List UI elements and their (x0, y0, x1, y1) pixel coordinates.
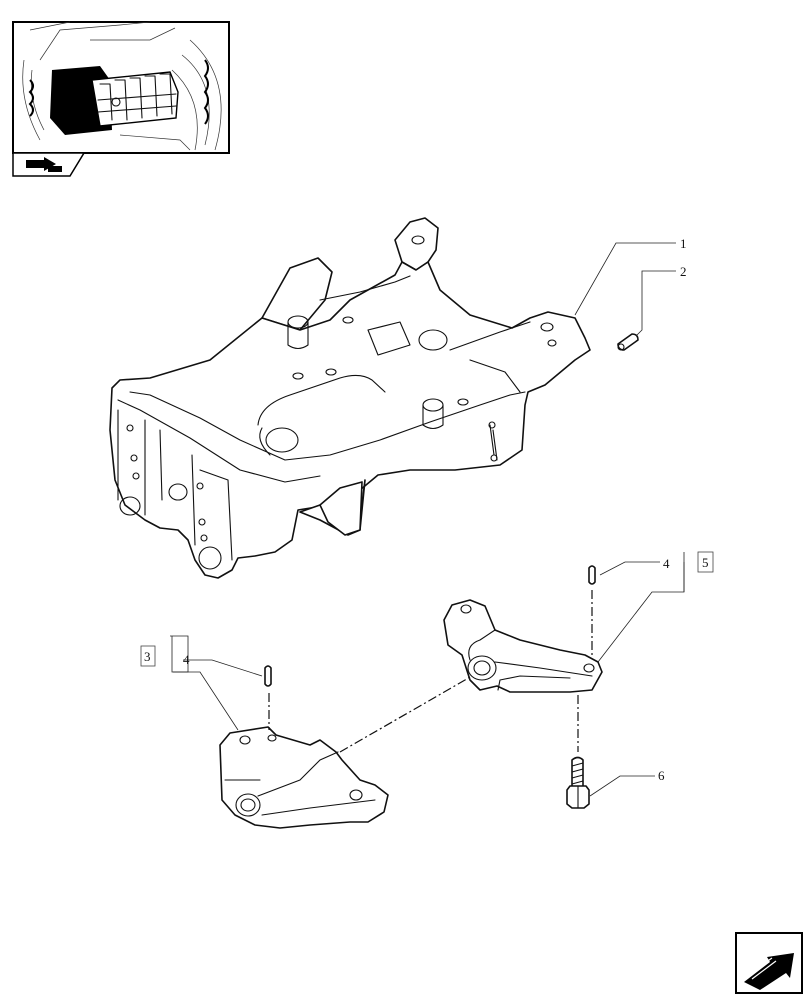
location-thumbnail (12, 21, 230, 177)
svg-text:4: 4 (663, 556, 670, 571)
pin-part-2 (617, 333, 639, 351)
pin-part-4-right (588, 565, 596, 585)
svg-text:6: 6 (658, 768, 665, 783)
svg-text:3: 3 (144, 649, 151, 664)
next-page-arrow-icon[interactable] (735, 932, 803, 994)
bolt-part-6 (566, 756, 590, 809)
svg-text:5: 5 (702, 555, 709, 570)
pin-part-4-left (264, 665, 272, 687)
callout-1: 1 (680, 236, 687, 251)
assembly-lines (268, 590, 593, 753)
svg-text:2: 2 (680, 264, 687, 279)
left-support-bracket (219, 726, 389, 829)
callout-6: 6 (658, 768, 665, 783)
callout-4-left: 4 (183, 652, 190, 667)
leader-lines (170, 242, 685, 797)
tractor-sketch (22, 21, 222, 151)
callout-4-right: 4 (663, 556, 670, 571)
svg-text:4: 4 (183, 652, 190, 667)
book-arrow-icon[interactable] (26, 157, 62, 172)
callout-box-3[interactable]: 3 (140, 645, 156, 667)
front-axle-support-frame (109, 217, 591, 579)
callout-2: 2 (680, 264, 687, 279)
right-support-bracket (443, 599, 603, 693)
svg-text:1: 1 (680, 236, 687, 251)
callout-box-5[interactable]: 5 (697, 551, 714, 573)
